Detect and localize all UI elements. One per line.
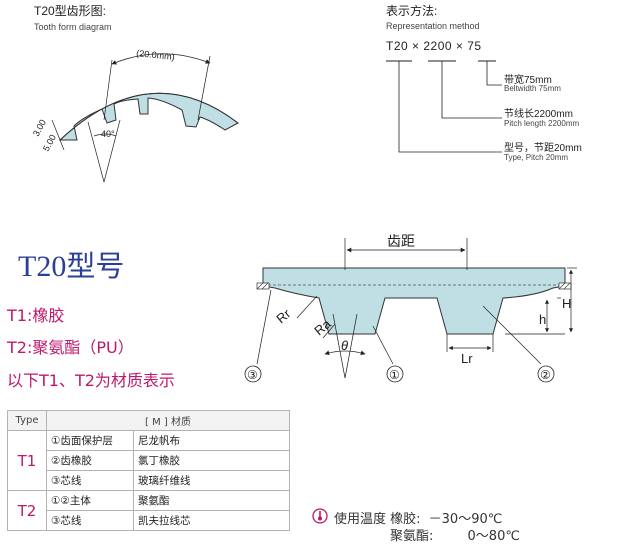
callout-2: ②	[540, 368, 551, 382]
rep-item-cn-3: 型号，节距20mm	[504, 143, 582, 154]
dim-h-label: h	[539, 312, 546, 327]
tooth-form-diagram: (20.0mm) 40° 3.00 5.00	[31, 48, 239, 183]
rep-item-cn-2: 节线长2200mm	[504, 109, 573, 120]
tooth-angle-label: 40°	[101, 129, 115, 139]
belt-profile-shape	[262, 267, 566, 335]
dim-Rr-label: Rr	[273, 306, 294, 327]
dim-H-label: H	[562, 296, 571, 311]
table-header-type: Type	[7, 410, 47, 431]
rep-item-cn-1: 带宽75mm	[504, 75, 552, 86]
table-cell: 尼龙帆布	[133, 430, 290, 451]
table-cell: ①齿面保护层	[46, 430, 134, 451]
representation-leader-lines	[386, 60, 502, 153]
material-table: Type [ M ] 材质 T1 ①齿面保护层 尼龙帆布 ②齿橡胶 氯丁橡胶 ③…	[7, 410, 290, 531]
table-cell: ③芯线	[46, 510, 134, 531]
callout-3: ③	[247, 368, 258, 382]
type-cell-t2: T2	[7, 490, 47, 531]
rep-item-en-3: Type, Pitch 20mm	[504, 153, 569, 162]
angle-theta-label: θ	[341, 338, 348, 353]
tooth-pitch-label: (20.0mm)	[136, 48, 175, 62]
thermometer-icon	[312, 508, 328, 524]
representation-subtitle: Representation method	[386, 21, 480, 31]
model-title-latin: T20	[18, 250, 67, 283]
tooth-dim-b: 5.00	[41, 133, 58, 153]
tooth-belt-shape	[58, 92, 239, 141]
table-row: ③芯线 玻璃纤维线	[8, 470, 290, 491]
material-line-3: 以下T1、T2为材质表示	[7, 371, 175, 390]
table-cell: 凯夫拉线芯	[133, 510, 290, 531]
table-row: T1 ①齿面保护层 尼龙帆布	[7, 430, 290, 491]
rep-item-en-2: Pitch length 2200mm	[504, 119, 580, 128]
material-line-2: T2:聚氨酯（PU）	[7, 338, 134, 357]
temp-label-rubber: 使用温度 橡胶:	[334, 512, 421, 527]
callout-1: ①	[389, 368, 400, 382]
rep-item-en-1: Beltwidth 75mm	[504, 84, 561, 93]
temp-value-rubber: －30～90℃	[428, 512, 503, 527]
table-cell: 聚氨酯	[133, 490, 290, 511]
table-row: T2 ①②主体 聚氨酯	[7, 490, 290, 531]
material-line-1: T1:橡胶	[7, 306, 65, 325]
tooth-form-title: T20型齿形图:	[34, 4, 107, 18]
table-row: ③芯线 凯夫拉线芯	[8, 510, 290, 531]
table-row: ②齿橡胶 氯丁橡胶	[8, 450, 290, 471]
dim-Lr-label: Lr	[461, 351, 473, 366]
temp-line-1: 使用温度 橡胶: －30～90℃	[334, 508, 502, 527]
temp-value-pu: 0～80℃	[467, 529, 520, 544]
representation-title: 表示方法:	[386, 4, 438, 18]
model-title-cn: 型号	[66, 249, 125, 283]
representation-code: T20 × 2200 × 75	[386, 39, 482, 53]
pitch-label: 齿距	[387, 233, 415, 249]
table-header-material: [ M ] 材质	[46, 410, 290, 431]
temp-label-pu: 聚氨酯:	[390, 529, 434, 544]
model-title: T20型号	[18, 243, 124, 285]
type-cell-t1: T1	[7, 430, 47, 491]
table-cell: 氯丁橡胶	[133, 450, 290, 471]
table-cell: ①②主体	[46, 490, 134, 511]
tooth-form-subtitle: Tooth form diagram	[34, 22, 112, 32]
belt-profile-diagram: 齿距 h H Lr Rr Ra θ ① ② ③	[244, 233, 577, 383]
table-cell: 玻璃纤维线	[133, 470, 290, 491]
tooth-dim-a: 3.00	[31, 118, 48, 138]
table-cell: ③芯线	[46, 470, 134, 491]
table-cell: ②齿橡胶	[46, 450, 134, 471]
temp-line-2: 聚氨酯: 0～80℃	[390, 525, 520, 544]
